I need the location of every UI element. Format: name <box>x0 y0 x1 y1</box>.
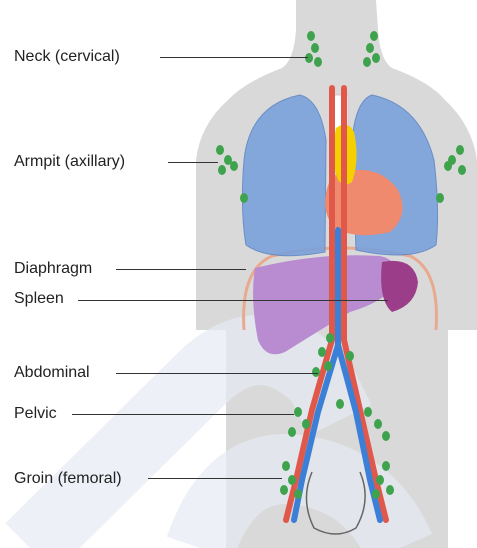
label-pelvic: Pelvic <box>14 405 57 423</box>
label-neck: Neck (cervical) <box>14 48 120 66</box>
leader-armpit <box>168 162 218 163</box>
label-spleen: Spleen <box>14 290 64 308</box>
label-abdominal: Abdominal <box>14 364 90 382</box>
label-groin: Groin (femoral) <box>14 470 122 488</box>
label-diaphragm: Diaphragm <box>14 260 92 278</box>
leader-spleen <box>78 300 388 301</box>
leader-groin <box>148 478 282 479</box>
label-armpit: Armpit (axillary) <box>14 153 125 171</box>
leader-abdominal <box>116 373 318 374</box>
leader-pelvic <box>72 414 294 415</box>
leader-diaphragm <box>116 269 246 270</box>
leader-neck <box>160 57 308 58</box>
